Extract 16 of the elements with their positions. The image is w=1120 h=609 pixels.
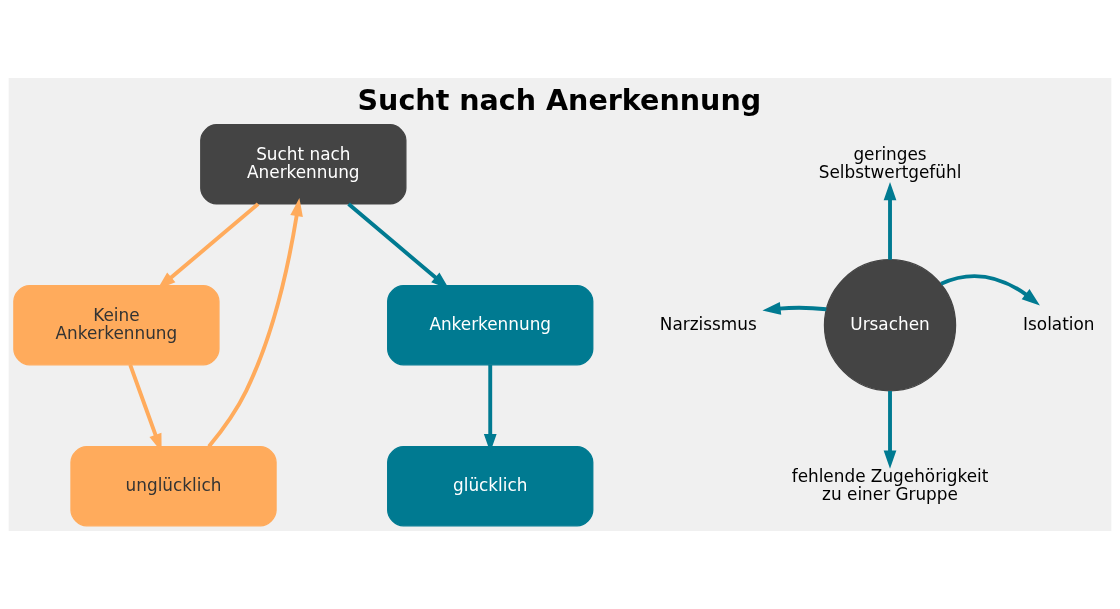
node-box: Keine Ankerkennung — [13, 285, 220, 366]
node-box: unglücklich — [70, 446, 277, 527]
node-box: glücklich — [387, 446, 594, 527]
node-text: Narzissmus — [659, 313, 757, 334]
node-text: geringes Selbstwertgefühl — [818, 143, 962, 182]
arrow — [883, 390, 897, 469]
node-box: Ankerkennung — [387, 285, 594, 366]
arrow — [207, 198, 303, 448]
arrow — [762, 302, 827, 315]
node-circle: Ursachen — [823, 259, 957, 392]
arrow — [940, 274, 1040, 306]
node-box: Sucht nach Anerkennung — [200, 124, 407, 205]
diagram-title: Sucht nach Anerkennung — [357, 82, 762, 117]
arrow — [883, 182, 897, 260]
node-text: fehlende Zugehörigkeit zu einer Gruppe — [791, 465, 989, 504]
node-text: Isolation — [1023, 313, 1095, 334]
